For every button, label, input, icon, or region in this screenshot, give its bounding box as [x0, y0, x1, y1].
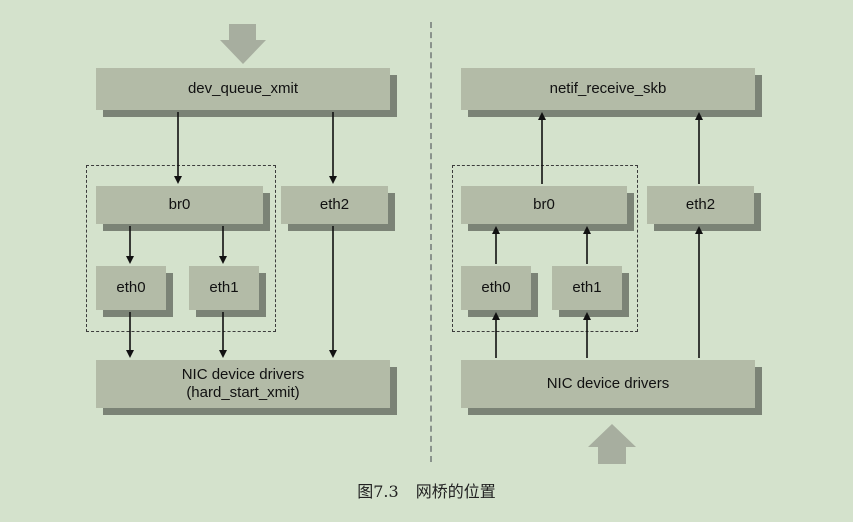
right-br0-box: br0 — [461, 186, 627, 224]
left-bridge-group — [86, 165, 276, 332]
figure-title: 网桥的位置 — [415, 482, 496, 501]
right-eth2-label: eth2 — [685, 196, 716, 213]
left-nic-drivers-box: NIC device drivers (hard_start_xmit) — [96, 360, 390, 408]
left-arrows — [126, 112, 337, 358]
right-input-big-arrow — [588, 424, 636, 464]
right-nic-drivers-label: NIC device drivers — [546, 375, 670, 392]
right-nic-drivers-box: NIC device drivers — [461, 360, 755, 408]
left-hard-start-xmit-label: (hard_start_xmit) — [186, 384, 300, 401]
right-eth1-box: eth1 — [552, 266, 622, 310]
left-eth2-label: eth2 — [319, 196, 350, 213]
left-eth0-box: eth0 — [96, 266, 166, 310]
right-eth2-box: eth2 — [647, 186, 754, 224]
left-input-big-arrow — [220, 24, 266, 64]
right-netif-receive-skb-label: netif_receive_skb — [549, 80, 667, 97]
right-br0-label: br0 — [533, 196, 555, 213]
figure-caption: 图7.3 网桥的位置 — [0, 478, 853, 502]
left-dev-queue-xmit-box: dev_queue_xmit — [96, 68, 390, 110]
left-dev-queue-xmit-label: dev_queue_xmit — [187, 80, 299, 97]
right-arrows — [492, 112, 703, 358]
right-netif-receive-skb-box: netif_receive_skb — [461, 68, 755, 110]
figure-number: 图7.3 — [357, 482, 399, 501]
right-eth1-label: eth1 — [572, 279, 602, 296]
left-nic-drivers-label: NIC device drivers — [181, 366, 305, 383]
right-bridge-group — [452, 165, 638, 332]
left-br0-box: br0 — [96, 186, 263, 224]
left-br0-label: br0 — [168, 196, 191, 213]
right-eth0-label: eth0 — [481, 279, 511, 296]
left-eth0-label: eth0 — [116, 279, 146, 296]
left-eth1-label: eth1 — [209, 279, 239, 296]
right-eth0-box: eth0 — [461, 266, 531, 310]
panel-divider — [430, 22, 432, 462]
left-eth2-box: eth2 — [281, 186, 388, 224]
left-eth1-box: eth1 — [189, 266, 259, 310]
